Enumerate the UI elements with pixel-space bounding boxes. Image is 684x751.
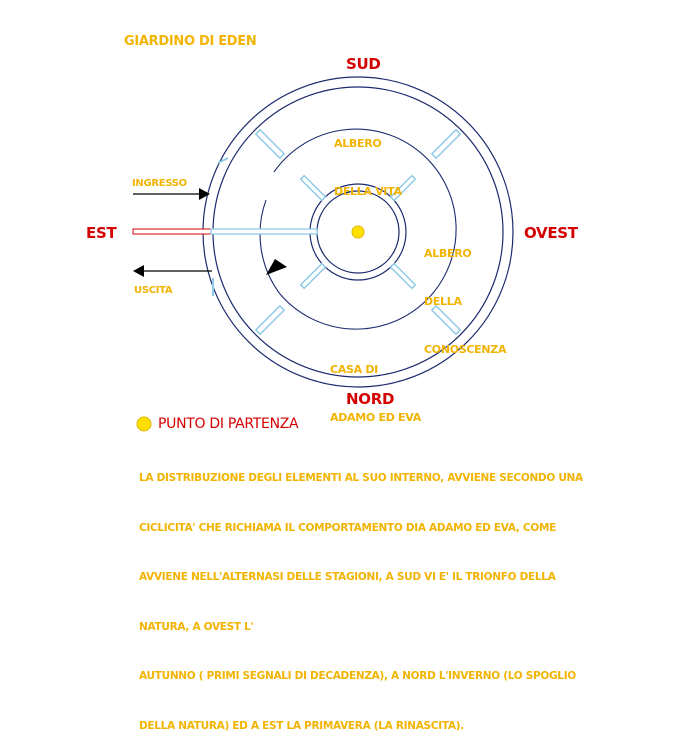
middle-ring [273,128,457,330]
exit-arrowhead [133,265,144,277]
label-tree-of-life: ALBERO DELLA VITA [334,104,402,216]
garden-diagram [132,76,514,432]
direction-arrowhead [266,259,287,275]
entrance-path [132,228,212,235]
direction-north: NORD [346,390,395,408]
start-point-dot [351,225,365,239]
label-tree-of-life-line2: DELLA VITA [334,185,402,198]
direction-south: SUD [346,55,381,73]
legend-start-dot [136,416,152,432]
label-house-line2: ADAMO ED EVA [330,411,421,424]
description-line: DELLA NATURA) ED A EST LA PRIMAVERA (LA … [139,719,464,732]
label-house: CASA DI ADAMO ED EVA [330,330,421,442]
middle-ring-left-arc [259,199,281,295]
entrance-path-inner [210,228,318,235]
legend-start-label: PUNTO DI PARTENZA [158,416,299,432]
label-entrance: INGRESSO [132,178,187,189]
direction-east: EST [86,224,117,242]
label-tree-of-knowledge-line1: ALBERO [424,247,472,260]
inner-spokes [299,174,417,290]
description-line: NATURA, A OVEST L' [139,620,254,633]
description-line: AVVIENE NELL'ALTERNASI DELLE STAGIONI, A… [139,571,556,583]
label-exit: USCITA [134,285,173,296]
label-tree-of-life-line1: ALBERO [334,137,382,150]
description-line: LA DISTRIBUZIONE DEGLI ELEMENTI AL SUO I… [139,472,583,484]
label-house-line1: CASA DI [330,363,378,376]
label-tree-of-knowledge-line3: CONOSCENZA [424,343,507,356]
label-tree-of-knowledge: ALBERO DELLA CONOSCENZA [424,214,506,374]
description-text: LA DISTRIBUZIONE DEGLI ELEMENTI AL SUO I… [139,437,583,751]
entrance-arrowhead [199,188,210,200]
diagram-title: GIARDINO DI EDEN [124,34,257,49]
outer-spokes [254,128,462,336]
direction-west: OVEST [524,224,578,242]
outer-tick [217,157,229,164]
description-line: CICLICITA' CHE RICHIAMA IL COMPORTAMENTO… [139,521,556,534]
label-tree-of-knowledge-line2: DELLA [424,295,462,308]
description-line: AUTUNNO ( PRIMI SEGNALI DI DECADENZA), A… [139,670,576,682]
